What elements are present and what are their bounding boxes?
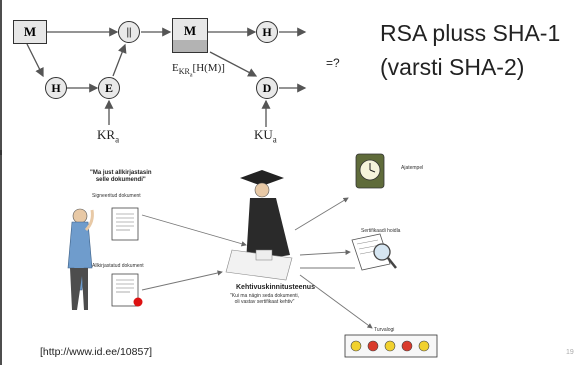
source-citation: [http://www.id.ee/10857] [40,346,153,358]
public-key-label: KUa [254,127,277,145]
timestamp-label: Ajatempel [401,165,424,171]
log-label: Turvalogi [374,327,395,333]
validator-figure [225,170,293,281]
slide-title-line1: RSA pluss SHA-1 [380,20,561,46]
message-box-left: M [13,20,47,44]
log-icon [344,334,438,358]
encrypt-node: E [98,77,120,99]
concat-operator: || [118,21,140,43]
validation-illustration [0,150,438,365]
signature-label: EKRa[H(M)] [172,62,225,79]
message-box-right: M [172,18,208,53]
private-key-label: KRa [97,127,120,145]
signature-diagram [0,0,307,155]
person-figure [67,208,94,310]
signed-document-label: Signeeritud dokument [92,193,141,199]
arrow-m-to-h-left [26,43,44,78]
hash-node-left: H [45,77,67,99]
cert-store-label: Sertifikaadi hoidla [361,228,401,234]
hash-node-right: H [256,21,278,43]
validation-service-label: Kehtivuskinnitusteenus [236,284,315,291]
arrow-e-to-concat [112,43,127,77]
compare-symbol: =? [326,56,340,70]
signed-document-1 [111,207,139,241]
slide-title-line2: (varsti SHA-2) [380,54,525,80]
clock-icon [355,153,385,189]
signed-document2-label: Allkirjastatud dokument [92,263,144,269]
validation-service-quote: "Kui ma nägin seda dokumenti, oli vastav… [230,293,300,305]
certificate-icon [351,233,397,271]
page-number: 19 [566,349,574,356]
signer-quote: "Ma just allkirjastasin selle dokumendi" [90,170,152,183]
arrow-m-to-d [209,51,258,77]
signed-document-2 [111,273,143,307]
decrypt-node: D [256,77,278,99]
